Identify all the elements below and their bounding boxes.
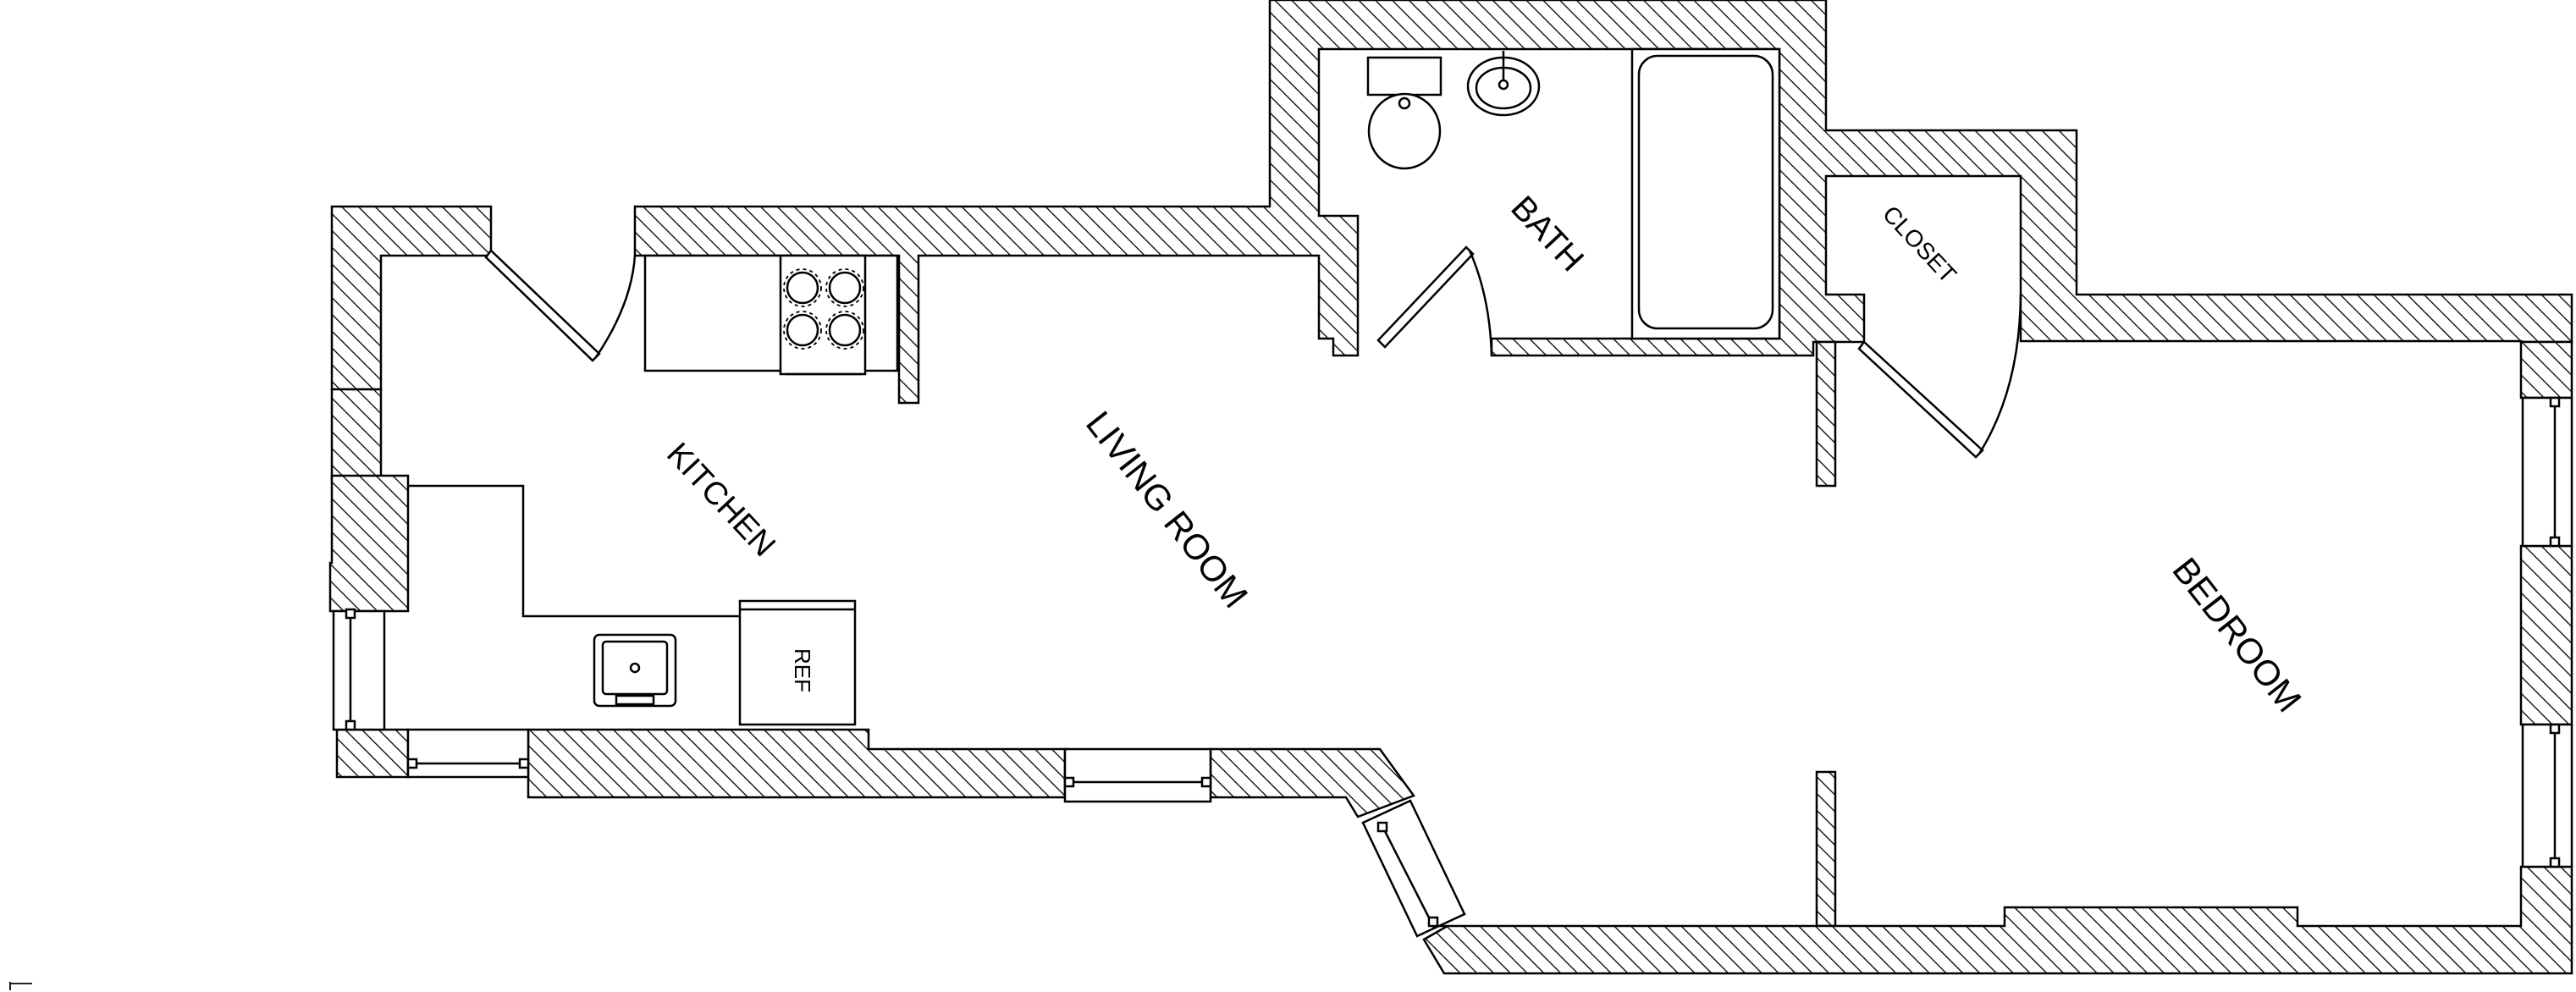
wall-bottom-kitchen [527,728,1067,799]
room-label-living-room: LIVING ROOM [1078,404,1255,615]
kitchen-fixtures: REF [408,254,899,726]
walls [328,0,2573,975]
corner-mark [9,982,32,990]
room-label-kitchen: KITCHEN [659,436,781,564]
door-entry [484,249,637,362]
wall-closet-partition [1815,340,1837,488]
door-swing-icon [594,255,637,358]
bathtub-icon [1630,47,1781,340]
wall-bottom-living [1209,747,1415,818]
window-left [332,608,386,731]
wall-left-middle [330,388,383,484]
refrigerator: REF [738,599,857,726]
wall-right-middle [2519,544,2573,726]
door-bath [1376,245,1493,356]
room-label-bath: BATH [1503,189,1591,278]
toilet-icon [1366,56,1442,170]
window-bottom-left [406,728,530,779]
lower-counter [408,484,740,618]
wall-left-top [330,205,493,391]
wall-top-kitchen-living [633,0,2573,405]
kitchen-sink-icon [593,633,677,708]
wall-bedroom-partition [1815,770,1837,928]
window-bottom-living [1063,747,1212,803]
window-right-lower [2521,723,2573,868]
bath-fixtures [1366,47,1781,340]
wall-right-upper [2519,340,2573,400]
room-label-bedroom: BEDROOM [2165,550,2309,719]
window-bay [1361,799,1466,938]
doors [484,245,2022,459]
wall-bottom-bedroom [1422,865,2573,975]
room-label-closet: CLOSET [1878,201,1961,288]
windows [332,396,2573,938]
wall-left-lower [328,474,410,613]
stove-icon [779,254,867,376]
door-closet [1857,294,2022,459]
wall-bottom-left [335,728,410,779]
window-right-upper [2521,396,2573,548]
lavatory-icon [1466,51,1541,117]
refrigerator-label: REF [790,648,815,692]
